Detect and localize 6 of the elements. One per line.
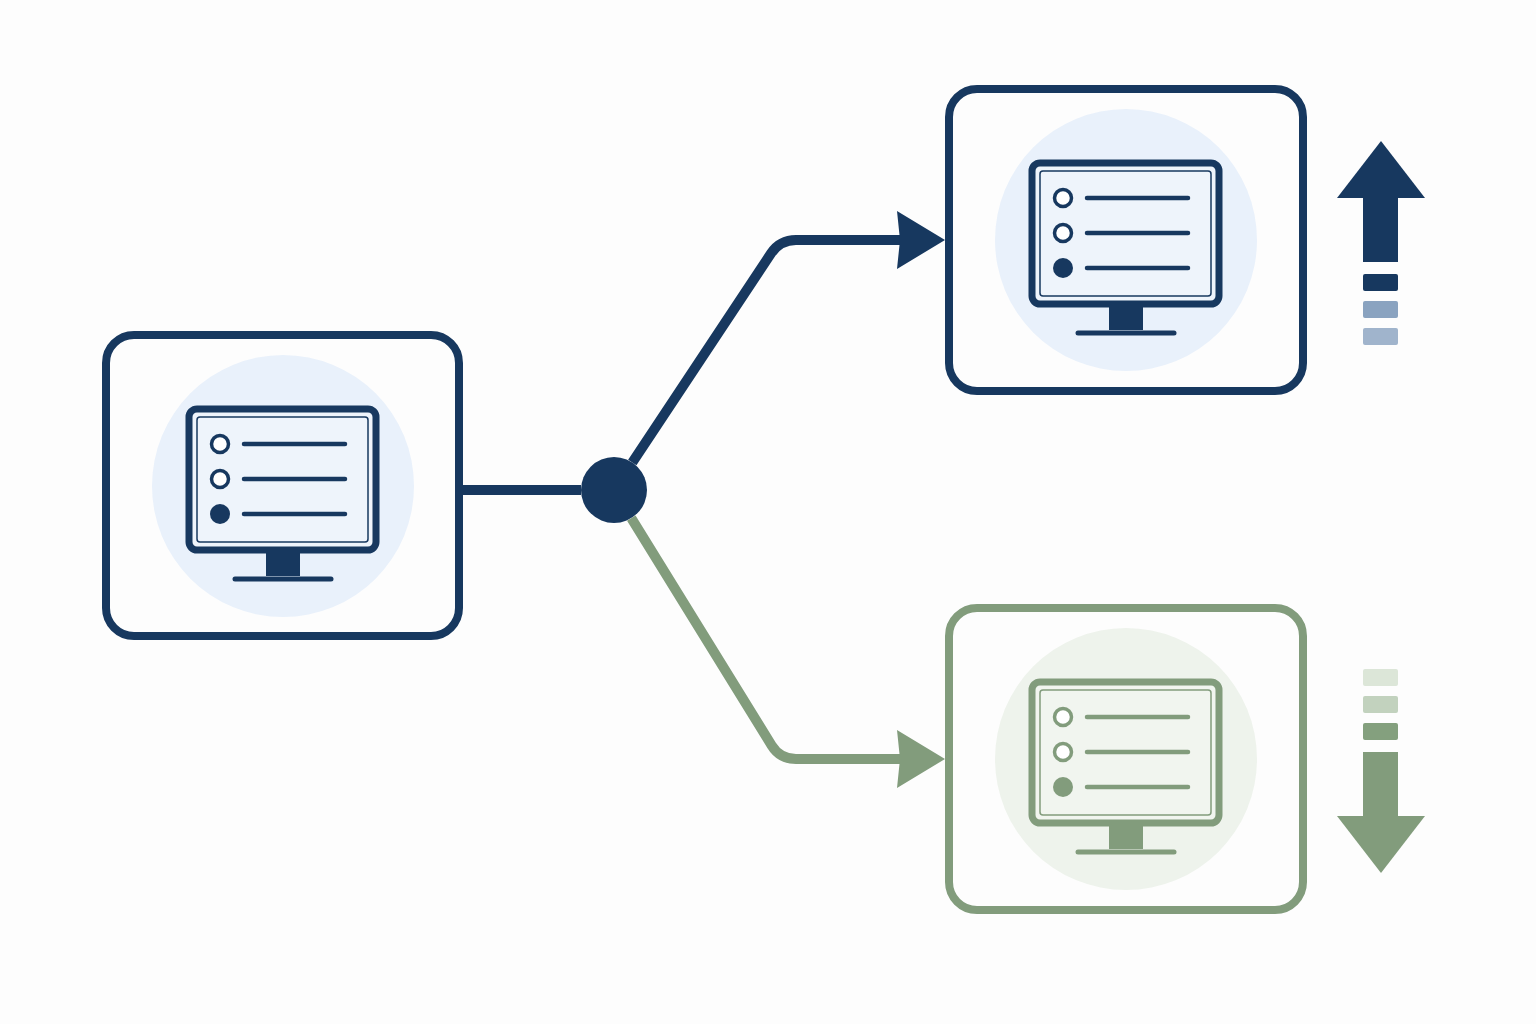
card-frame [945,604,1307,914]
arrow [627,515,945,788]
arrow [628,211,945,466]
connector-line [463,485,581,495]
card-frame [945,85,1307,395]
card-frame [102,331,463,640]
